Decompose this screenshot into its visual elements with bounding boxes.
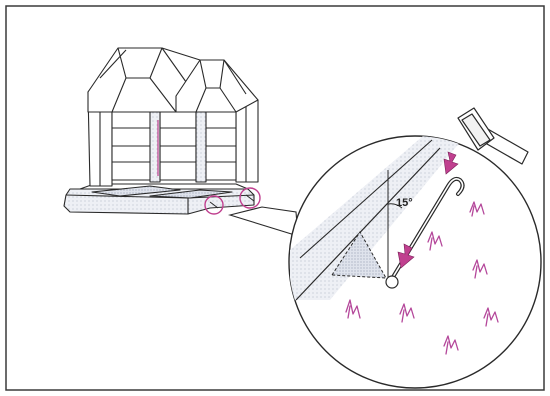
bounce-house-icon <box>64 48 258 214</box>
callout-pointer <box>230 207 298 236</box>
angle-label: 15° <box>396 197 413 209</box>
zoom-detail-circle: 15° <box>289 130 541 388</box>
